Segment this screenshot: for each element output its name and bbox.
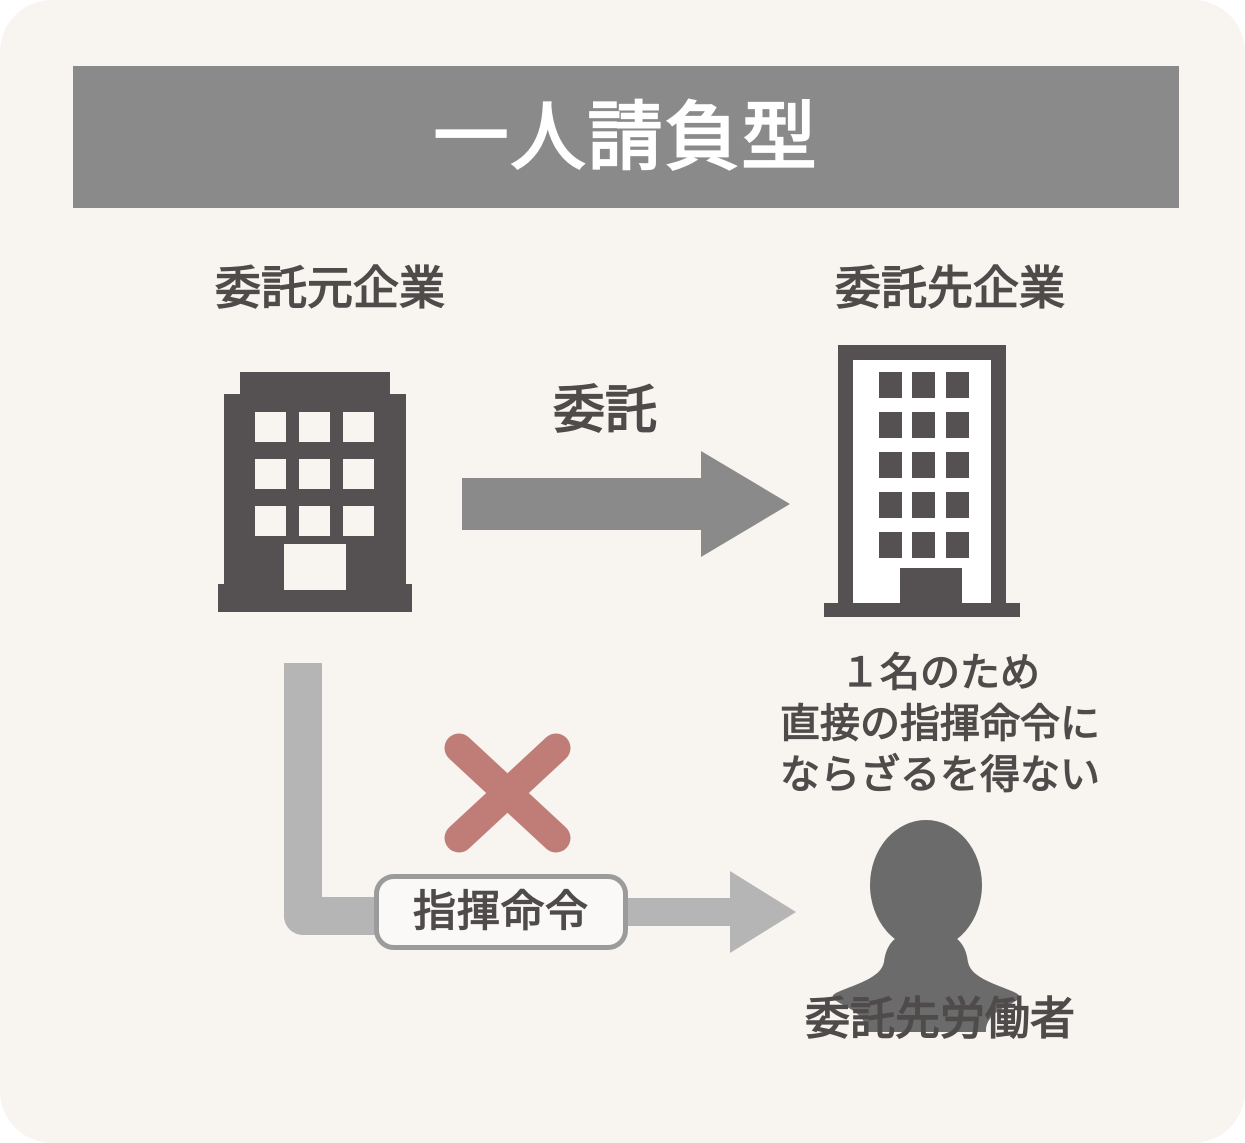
vendor-note-line-2: 直接の指揮命令に xyxy=(780,702,1100,747)
vendor-note: １名のため 直接の指揮命令に ならざるを得ない xyxy=(740,648,1140,802)
commission-arrow-icon xyxy=(462,451,790,557)
office-building-solid-icon xyxy=(218,372,412,612)
x-cross-icon xyxy=(444,733,571,853)
label-commission-flow: 委託 xyxy=(552,382,657,440)
vendor-note-line-3: ならざるを得ない xyxy=(780,753,1100,798)
office-building-outline-icon xyxy=(824,345,1020,617)
command-badge: 指揮命令 xyxy=(374,874,628,950)
label-vendor-worker: 委託先労働者 xyxy=(804,993,1075,1044)
page-title: 一人請負型 xyxy=(433,94,819,179)
command-arrow-icon xyxy=(620,871,796,953)
title-banner: 一人請負型 xyxy=(73,66,1179,208)
label-client-company: 委託元企業 xyxy=(215,262,445,314)
command-badge-label: 指揮命令 xyxy=(413,887,589,936)
vendor-note-line-1: １名のため xyxy=(840,651,1040,695)
label-vendor-company: 委託先企業 xyxy=(835,262,1065,314)
